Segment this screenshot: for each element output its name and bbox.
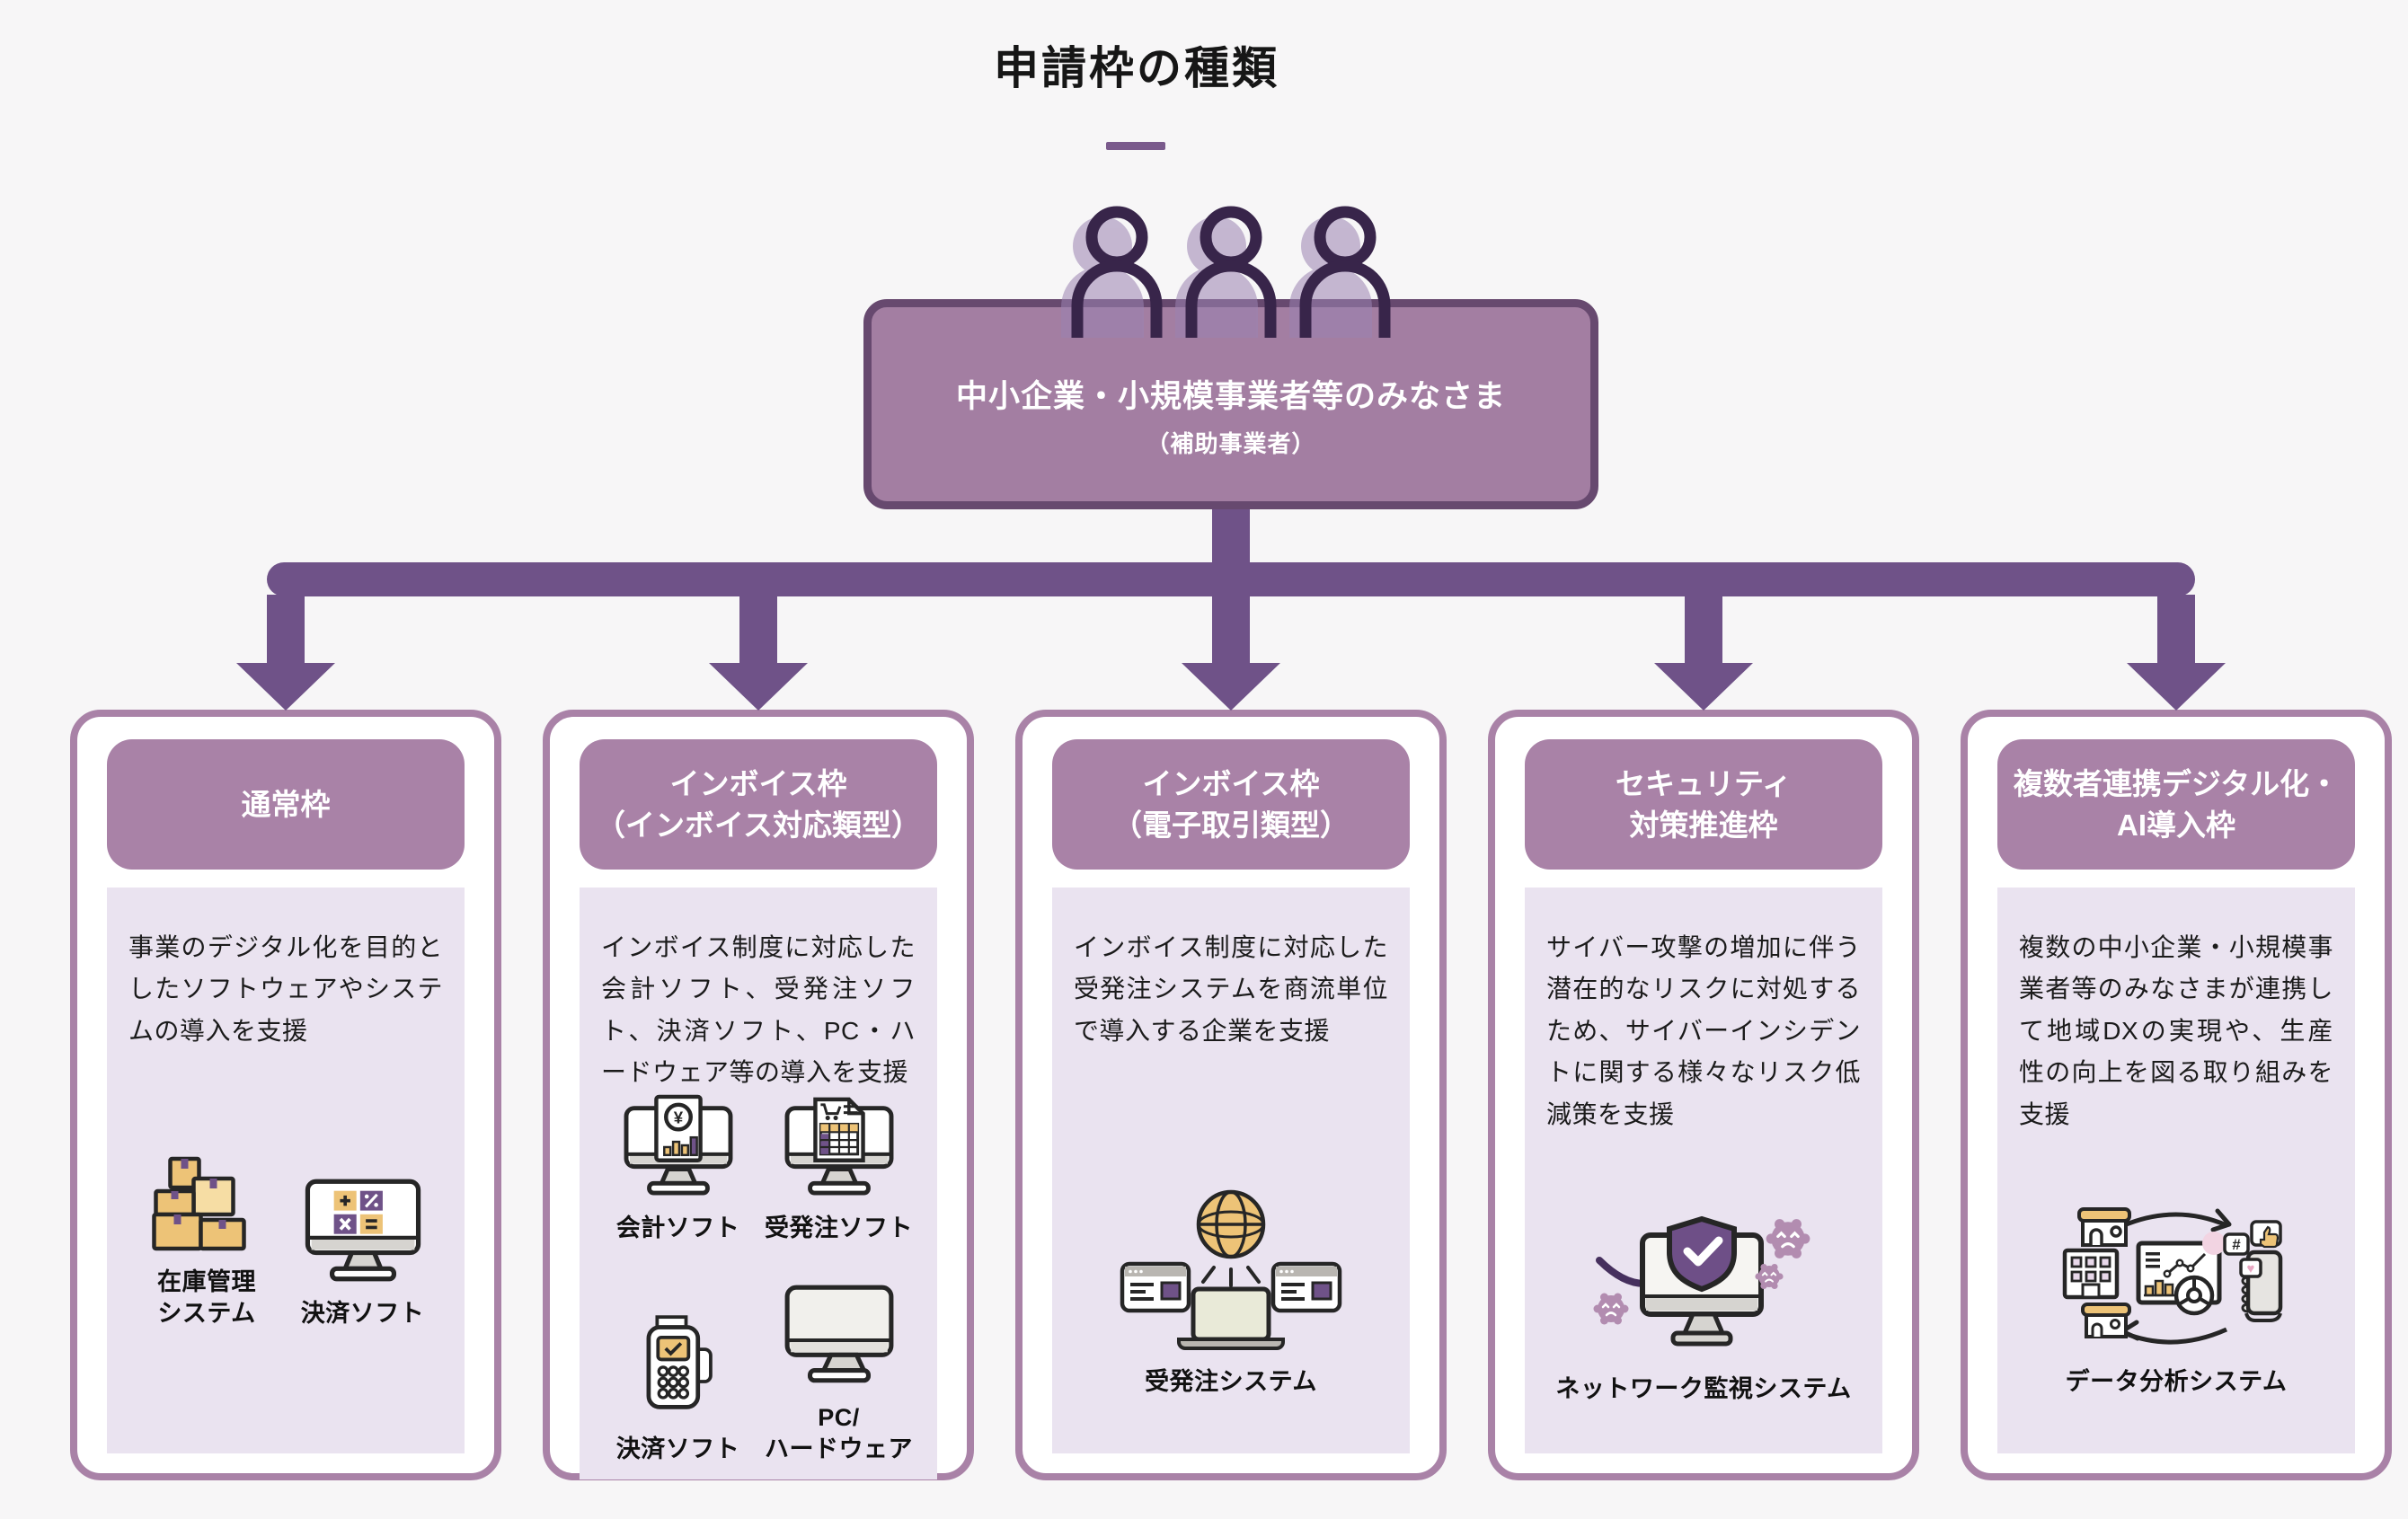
card-items: 在庫管理 システム: [128, 1152, 443, 1329]
svg-text:¥: ¥: [673, 1108, 683, 1126]
title-underline: [1106, 142, 1165, 150]
source-box-subtitle: （補助事業者）: [1146, 430, 1316, 457]
card-panel: 複数の中小企業・小規模事業者等のみなさまが連携して地域DXの実現や、生産性の向上…: [1997, 888, 2355, 1453]
solution-item: ¥ 会計ソフト: [616, 1094, 740, 1244]
card-panel: サイバー攻撃の増加に伴う潜在的なリスクに対処するため、サイバーインシデントに関す…: [1525, 888, 1882, 1453]
card-invoice-support: インボイス枠 （インボイス対応類型） インボイス制度に対応した会計ソフト、受発注…: [543, 710, 974, 1480]
accounting-monitor-icon: ¥: [624, 1094, 732, 1196]
person-icon: [1061, 206, 1163, 338]
solution-label: 会計ソフト: [615, 1214, 740, 1241]
solution-label: 決済ソフト: [300, 1299, 425, 1327]
down-arrow-icon: [1182, 663, 1280, 711]
card-header-line: AI導入枠: [2117, 808, 2235, 842]
flow-stem: [1685, 595, 1722, 665]
card-invoice-etrade: インボイス枠 （電子取引類型） インボイス制度に対応した受発注システムを商流単位…: [1015, 710, 1447, 1480]
flow-horizontal-bar: [267, 562, 2195, 596]
card-header-line: インボイス枠: [669, 766, 847, 800]
payment-terminal-icon: [646, 1315, 713, 1409]
flow-stem: [267, 595, 305, 665]
card-header-line: 対策推進枠: [1629, 808, 1778, 842]
solution-item: PC/ ハードウェア: [765, 1282, 913, 1465]
card-description: 事業のデジタル化を目的としたソフトウェアやシステムの導入を支援: [128, 933, 443, 1045]
solution-label: 受発注ソフト: [765, 1214, 913, 1241]
card-panel: インボイス制度に対応した受発注システムを商流単位で導入する企業を支援: [1052, 888, 1410, 1453]
down-arrow-icon: [2127, 663, 2226, 711]
card-normal: 通常枠 事業のデジタル化を目的としたソフトウェアやシステムの導入を支援: [70, 710, 501, 1480]
order-monitor-icon: [784, 1097, 893, 1196]
pc-monitor-icon: [784, 1285, 893, 1383]
card-header: 複数者連携デジタル化・ AI導入枠: [1997, 739, 2355, 870]
card-items: ネットワーク監視システム: [1546, 1215, 1861, 1405]
solution-item: 在庫管理 システム: [146, 1152, 268, 1329]
card-header: セキュリティ 対策推進枠: [1525, 739, 1882, 870]
solution-item: 受発注システム: [1119, 1188, 1343, 1398]
solution-item: # ♥ データ分析システム: [2059, 1204, 2293, 1398]
globe-network-icon: [1120, 1189, 1342, 1350]
solution-item: 決済ソフト: [300, 1176, 426, 1329]
card-header-line: （電子取引類型）: [1112, 808, 1350, 842]
solution-label: ネットワーク監視システム: [1555, 1374, 1852, 1402]
card-panel: インボイス制度に対応した会計ソフト、受発注ソフト、決済ソフト、PC・ハードウェア…: [580, 888, 937, 1480]
security-monitor-icon: [1593, 1215, 1810, 1347]
solution-item: 決済ソフト: [616, 1313, 740, 1465]
card-security: セキュリティ 対策推進枠 サイバー攻撃の増加に伴う潜在的なリスクに対処するため、…: [1488, 710, 1919, 1480]
solution-label: PC/ ハードウェア: [765, 1403, 913, 1463]
card-items: # ♥ データ分析システム: [2019, 1204, 2333, 1398]
down-arrow-icon: [236, 663, 335, 711]
data-analysis-icon: # ♥: [2062, 1206, 2283, 1345]
solution-label: 決済ソフト: [615, 1435, 740, 1463]
page-title: 申請枠の種類: [994, 43, 1279, 93]
card-header: 通常枠: [107, 739, 465, 870]
card-description: インボイス制度に対応した会計ソフト、受発注ソフト、決済ソフト、PC・ハードウェア…: [601, 933, 916, 1087]
down-arrow-icon: [709, 663, 808, 711]
flow-stem: [739, 595, 777, 665]
card-header-line: （インボイス対応類型）: [595, 808, 921, 842]
card-panel: 事業のデジタル化を目的としたソフトウェアやシステムの導入を支援: [107, 888, 465, 1453]
card-header: インボイス枠 （電子取引類型）: [1052, 739, 1410, 870]
source-box-title: 中小企業・小規模事業者等のみなさま: [955, 379, 1506, 414]
person-icon: [1289, 206, 1391, 338]
card-header-line: 複数者連携デジタル化・: [2013, 766, 2340, 800]
card-header: インボイス枠 （インボイス対応類型）: [580, 739, 937, 870]
card-items: 受発注システム: [1074, 1188, 1388, 1398]
down-arrow-icon: [1654, 663, 1753, 711]
card-items: ¥ 会計ソフト: [601, 1094, 916, 1465]
flow-stem: [1212, 501, 1250, 566]
card-description: 複数の中小企業・小規模事業者等のみなさまが連携して地域DXの実現や、生産性の向上…: [2019, 933, 2333, 1128]
calculator-monitor-icon: [305, 1179, 421, 1282]
svg-text:♥: ♥: [2247, 1261, 2255, 1276]
solution-label: 在庫管理 システム: [157, 1267, 256, 1327]
card-header-line: セキュリティ: [1615, 766, 1793, 800]
solution-label: データ分析システム: [2065, 1367, 2288, 1395]
card-description: サイバー攻撃の増加に伴う潜在的なリスクに対処するため、サイバーインシデントに関す…: [1546, 933, 1861, 1128]
solution-label: 受発注システム: [1145, 1367, 1317, 1395]
solution-item: ネットワーク監視システム: [1555, 1215, 1851, 1405]
flow-stem: [2157, 595, 2195, 665]
card-header-line: インボイス枠: [1142, 766, 1320, 800]
card-multi-digital-ai: 複数者連携デジタル化・ AI導入枠 複数の中小企業・小規模事業者等のみなさまが連…: [1961, 710, 2392, 1480]
svg-text:#: #: [2232, 1236, 2241, 1253]
inventory-boxes-icon: [151, 1156, 246, 1251]
person-icon: [1175, 206, 1277, 338]
flow-stem: [1212, 595, 1250, 665]
card-description: インボイス制度に対応した受発注システムを商流単位で導入する企業を支援: [1074, 933, 1388, 1045]
card-header-line: 通常枠: [241, 787, 331, 821]
solution-item: 受発注ソフト: [765, 1094, 913, 1244]
